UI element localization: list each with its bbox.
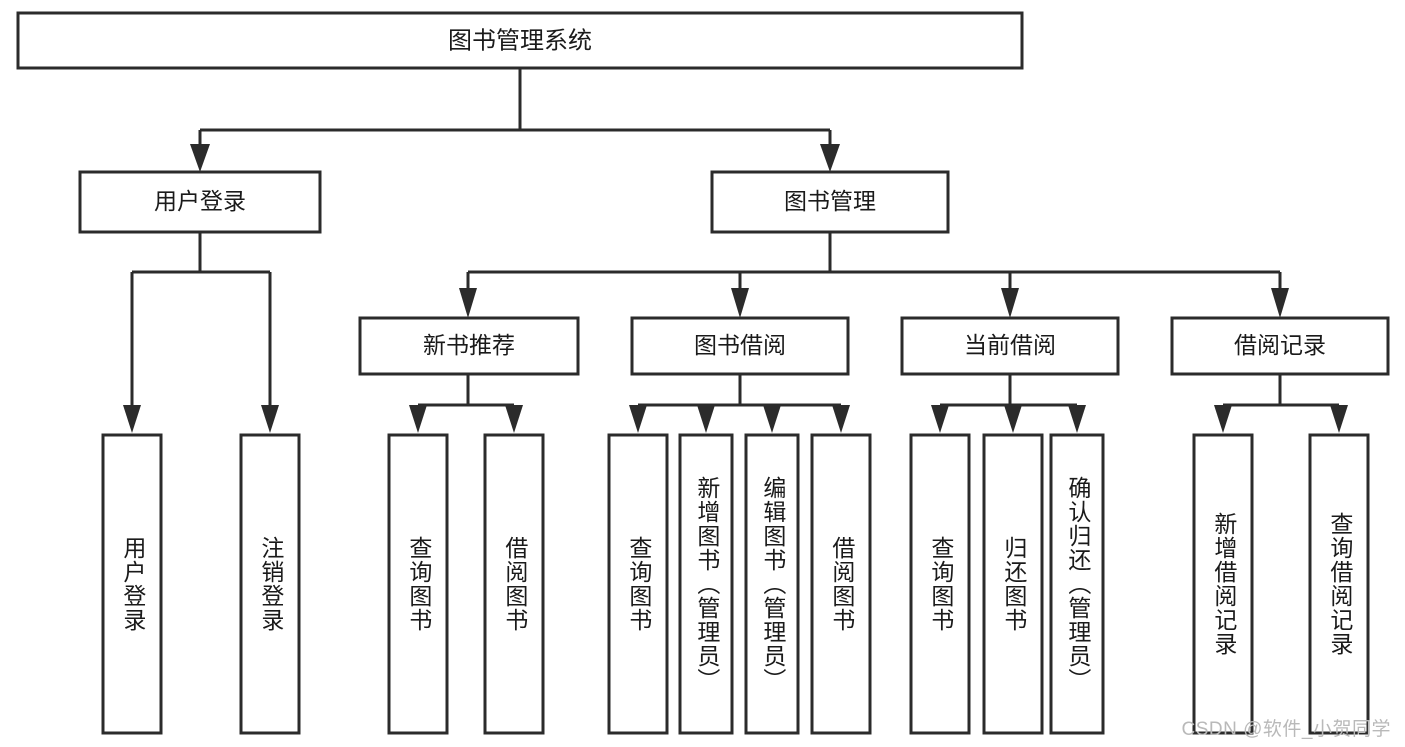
node-book-borrow-label: 图书借阅 bbox=[694, 332, 786, 358]
leaf-box-add-book[interactable] bbox=[678, 433, 734, 735]
arrow-head-leaf-borrow-book-2 bbox=[832, 405, 850, 433]
node-book-borrow-box[interactable] bbox=[630, 316, 850, 376]
leaf-box-add-record[interactable] bbox=[1192, 433, 1254, 735]
arrow-head-leaf-query-book-2 bbox=[629, 405, 647, 433]
node-book-management-label: 图书管理 bbox=[784, 188, 876, 214]
leaf-box-query-book-1[interactable] bbox=[387, 433, 449, 735]
arrow-head-leaf-add-book bbox=[697, 405, 715, 433]
arrow-head-book-mgmt bbox=[820, 144, 840, 172]
node-current-borrow-box[interactable] bbox=[900, 316, 1120, 376]
arrow-head-leaf-query-book-3 bbox=[931, 405, 949, 433]
node-root-label: 图书管理系统 bbox=[448, 27, 592, 54]
leaf-box-return-book[interactable] bbox=[982, 433, 1044, 735]
arrow-head-leaf-return-book bbox=[1004, 405, 1022, 433]
node-borrow-record-box[interactable] bbox=[1170, 316, 1390, 376]
arrow-head-leaf-borrow-book-1 bbox=[505, 405, 523, 433]
node-current-borrow-label: 当前借阅 bbox=[964, 332, 1056, 358]
leaf-box-confirm-return[interactable] bbox=[1049, 433, 1105, 735]
arrow-head-new-book-rec bbox=[459, 288, 477, 318]
node-borrow-record-label: 借阅记录 bbox=[1234, 332, 1326, 358]
node-book-management[interactable]: 图书管理 bbox=[710, 170, 950, 234]
leaf-box-borrow-book-2[interactable] bbox=[810, 433, 872, 735]
node-new-book-recommend[interactable]: 新书推荐 bbox=[358, 316, 580, 376]
node-root[interactable]: 图书管理系统 bbox=[16, 11, 1024, 70]
arrow-head-leaf-logout bbox=[261, 405, 279, 433]
arrow-head-leaf-add-record bbox=[1214, 405, 1232, 433]
arrow-head-user-login bbox=[190, 144, 210, 172]
leaf-box-query-book-2[interactable] bbox=[607, 433, 669, 735]
leaf-box-borrow-book-1[interactable] bbox=[483, 433, 545, 735]
arrow-head-leaf-edit-book bbox=[763, 405, 781, 433]
arrow-head-leaf-query-record bbox=[1330, 405, 1348, 433]
leaf-box-logout[interactable] bbox=[239, 433, 301, 735]
arrow-head-current-borrow bbox=[1001, 288, 1019, 318]
watermark-text: CSDN @软件_小贺同学 bbox=[1181, 719, 1391, 740]
node-book-management-box[interactable] bbox=[710, 170, 950, 234]
node-book-borrow[interactable]: 图书借阅 bbox=[630, 316, 850, 376]
leaf-box-user-login[interactable] bbox=[101, 433, 163, 735]
node-root-box[interactable] bbox=[16, 11, 1024, 70]
node-user-login-label: 用户登录 bbox=[154, 188, 246, 214]
arrow-head-leaf-query-book-1 bbox=[409, 405, 427, 433]
node-new-book-recommend-label: 新书推荐 bbox=[423, 332, 515, 358]
arrow-head-borrow-record bbox=[1271, 288, 1289, 318]
connector-layer bbox=[123, 68, 1348, 433]
node-new-book-recommend-box[interactable] bbox=[358, 316, 580, 376]
leaf-box-edit-book[interactable] bbox=[744, 433, 800, 735]
node-current-borrow[interactable]: 当前借阅 bbox=[900, 316, 1120, 376]
node-user-login-box[interactable] bbox=[78, 170, 322, 234]
node-user-login[interactable]: 用户登录 bbox=[78, 170, 322, 234]
arrow-head-leaf-confirm-return bbox=[1068, 405, 1086, 433]
leaf-box-query-record[interactable] bbox=[1308, 433, 1370, 735]
arrow-head-book-borrow bbox=[731, 288, 749, 318]
node-borrow-record[interactable]: 借阅记录 bbox=[1170, 316, 1390, 376]
leaf-box-layer bbox=[101, 433, 1370, 735]
arrow-head-leaf-user-login bbox=[123, 405, 141, 433]
leaf-box-query-book-3[interactable] bbox=[909, 433, 971, 735]
